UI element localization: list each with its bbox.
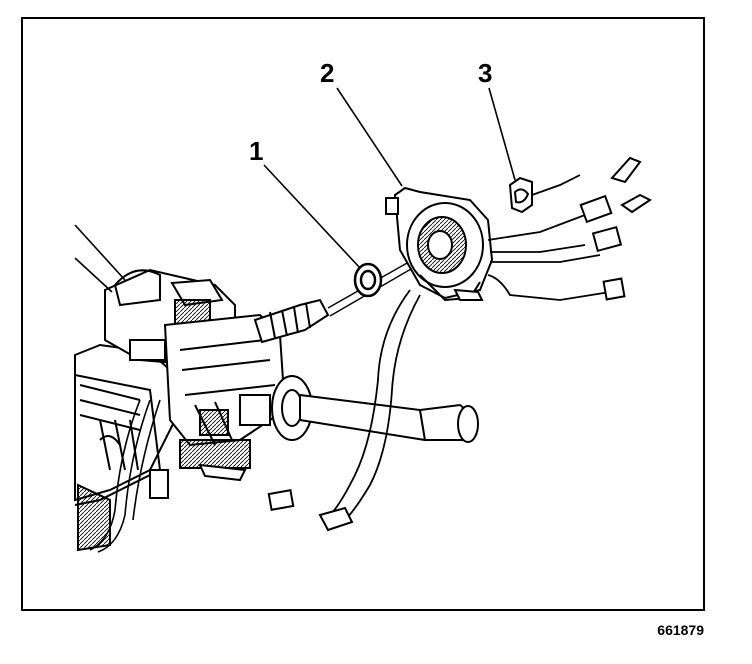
part-3-retaining-clip: [508, 176, 533, 214]
callout-leaders: [263, 87, 516, 269]
callout-3: 3: [478, 58, 493, 88]
steering-shaft: [253, 249, 431, 344]
column-upper-assembly: [104, 268, 287, 482]
part-1-spacer: [353, 262, 383, 298]
figure-number: 661879: [657, 622, 704, 638]
multifunction-lever: [271, 375, 479, 443]
coil-wiring-harness: [329, 174, 611, 521]
part-2-coil-assembly: [385, 186, 494, 302]
column-wiring-bundle: [74, 224, 161, 553]
harness-connectors: [267, 156, 652, 532]
column-housing: [74, 343, 177, 552]
callout-1: 1: [249, 136, 264, 166]
diagram-frame: [21, 17, 705, 611]
callout-2: 2: [320, 58, 335, 88]
